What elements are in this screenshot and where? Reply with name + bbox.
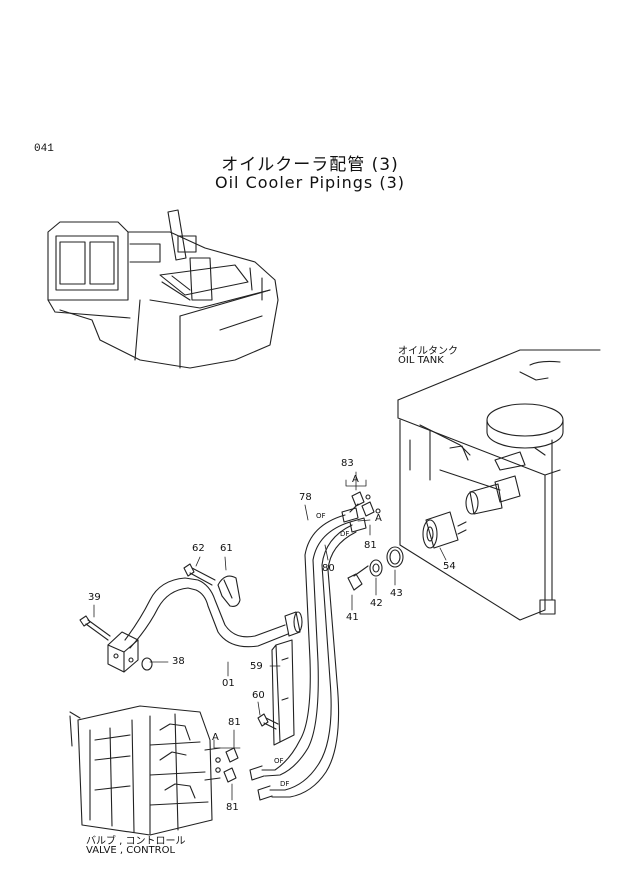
callout-80: 80 xyxy=(322,563,335,574)
fittings-81-lower-drawing xyxy=(215,747,239,783)
hose-78-drawing xyxy=(261,514,351,777)
spacer-42-drawing xyxy=(369,559,383,577)
fitting-83-drawing xyxy=(349,491,371,513)
excavator-overview-drawing xyxy=(47,209,279,369)
callout-78: 78 xyxy=(299,492,312,503)
oil-tank-label-en: OIL TANK xyxy=(398,355,444,366)
callout-a-bottom: A xyxy=(212,732,219,743)
bolt-39-drawing xyxy=(79,615,111,641)
bolt-62-drawing xyxy=(183,563,216,586)
hose-80-drawing xyxy=(269,524,357,798)
port-of-bottom: OF xyxy=(274,757,284,765)
callout-81-top: 81 xyxy=(364,540,377,551)
hose-fittings-drawing xyxy=(249,507,367,801)
callout-83: 83 xyxy=(341,458,354,469)
port-df-bottom: DF xyxy=(280,780,290,788)
title-english: Oil Cooler Pipings (3) xyxy=(215,173,405,192)
callout-39: 39 xyxy=(88,592,101,603)
callout-81-bottom: 81 xyxy=(226,802,239,813)
title-japanese: オイルクーラ配管 (3) xyxy=(221,155,399,175)
port-df-top: DF xyxy=(340,530,350,538)
callout-62: 62 xyxy=(192,543,205,554)
control-valve-drawing xyxy=(69,705,221,836)
ring-43-drawing xyxy=(386,546,404,568)
callout-43: 43 xyxy=(390,588,403,599)
callout-81-mid: 81 xyxy=(228,717,241,728)
port-of-top: OF xyxy=(316,512,326,520)
callout-a-mid: A xyxy=(375,513,382,524)
page-number: 041 xyxy=(34,143,54,155)
callout-61: 61 xyxy=(220,543,233,554)
callout-01: 01 xyxy=(222,678,235,689)
adapter-41-drawing xyxy=(347,565,369,591)
callout-41: 41 xyxy=(346,612,359,623)
clamp-61-drawing xyxy=(217,575,241,607)
leader-lines xyxy=(93,471,447,801)
callout-60: 60 xyxy=(252,690,265,701)
callout-38: 38 xyxy=(172,656,185,667)
bracket-59-drawing xyxy=(271,639,295,746)
callout-54: 54 xyxy=(443,561,456,572)
valve-label-en: VALVE , CONTROL xyxy=(86,845,176,856)
flange-block-drawing xyxy=(107,631,139,673)
valve-label-jp: バルブ , コントロール xyxy=(86,836,186,847)
callout-a-top: A xyxy=(352,474,359,485)
callout-59: 59 xyxy=(250,661,263,672)
bolt-60-drawing xyxy=(257,713,279,730)
o-ring-38-drawing xyxy=(141,657,153,671)
coupling-54-drawing xyxy=(422,511,467,549)
callout-42: 42 xyxy=(370,598,383,609)
pipe-01-drawing xyxy=(124,577,303,649)
fitting-81-top-drawing xyxy=(361,501,381,517)
oil-tank-drawing xyxy=(397,349,601,621)
oil-tank-label-jp: オイルタンク xyxy=(398,346,458,357)
